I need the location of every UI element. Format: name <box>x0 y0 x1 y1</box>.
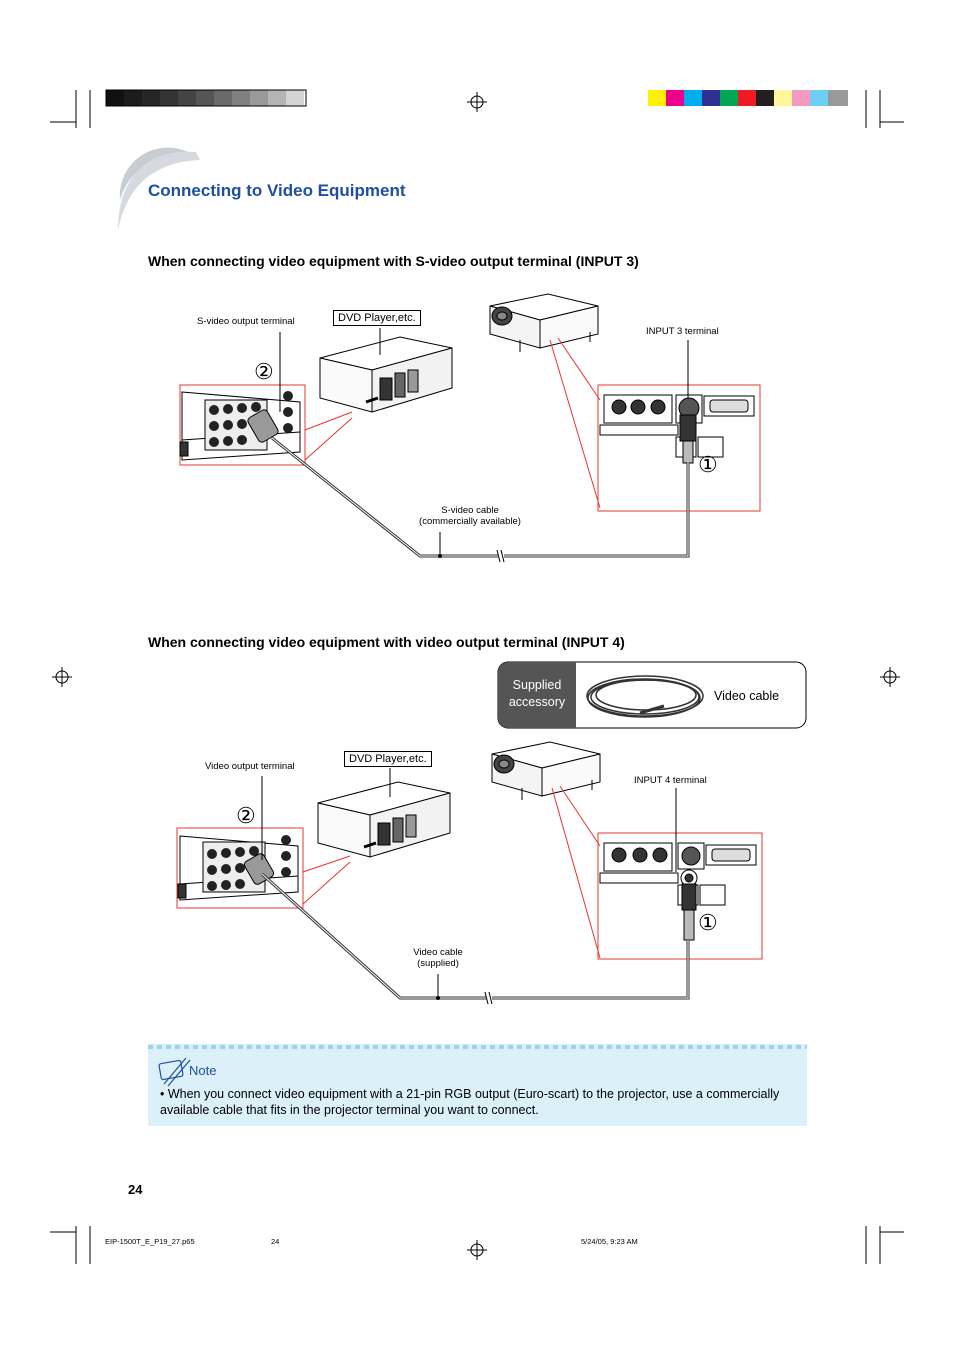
cable-label-line1: Video cable <box>413 947 463 958</box>
accessory-video-cable-label: Video cable <box>714 689 780 703</box>
dvd-player-label-2: DVD Player,etc. <box>344 751 432 767</box>
coiled-video-cable-icon <box>586 675 704 718</box>
section1-heading: When connecting video equipment with S-v… <box>148 253 639 269</box>
step-2-marker: ② <box>254 359 274 384</box>
dvd-player-icon <box>319 336 453 413</box>
section2-heading: When connecting video equipment with vid… <box>148 634 625 650</box>
input4-terminal-label: INPUT 4 terminal <box>634 775 707 786</box>
video-cable-label: Video cable (supplied) <box>398 947 478 969</box>
step-1-marker: ① <box>698 910 718 935</box>
page-number: 24 <box>128 1182 143 1197</box>
cable-label-line2: (commercially available) <box>419 516 521 527</box>
note-text: • When you connect video equipment with … <box>160 1087 780 1117</box>
footer-file: EIP-1500T_E_P19_27.p65 <box>105 1237 195 1246</box>
footer-date: 5/24/05, 9:23 AM <box>581 1237 638 1246</box>
supplied-accessory-label: Supplied accessory <box>498 677 576 711</box>
cable-label-line1: S-video cable <box>441 505 499 516</box>
projector-icon <box>489 293 599 352</box>
accessory-line1: Supplied <box>512 678 562 692</box>
cable-label-line2: (supplied) <box>417 958 459 969</box>
accessory-line2: accessory <box>508 695 566 709</box>
projector-icon <box>491 741 601 800</box>
step-1-marker: ① <box>698 452 718 477</box>
s-video-cable-label: S-video cable (commercially available) <box>412 505 528 527</box>
accessory-box <box>497 661 807 729</box>
pencil-icon <box>158 1057 191 1087</box>
step-2-marker: ② <box>236 803 256 828</box>
note-title: Note <box>189 1063 217 1078</box>
note-box <box>148 1044 807 1126</box>
dvd-player-label-1: DVD Player,etc. <box>333 310 421 326</box>
video-output-label: Video output terminal <box>205 761 295 772</box>
page-title: Connecting to Video Equipment <box>148 181 406 200</box>
dvd-player-icon <box>317 781 451 858</box>
footer-page: 24 <box>271 1237 280 1246</box>
s-video-output-label: S-video output terminal <box>197 316 295 327</box>
input3-terminal-label: INPUT 3 terminal <box>646 326 719 337</box>
